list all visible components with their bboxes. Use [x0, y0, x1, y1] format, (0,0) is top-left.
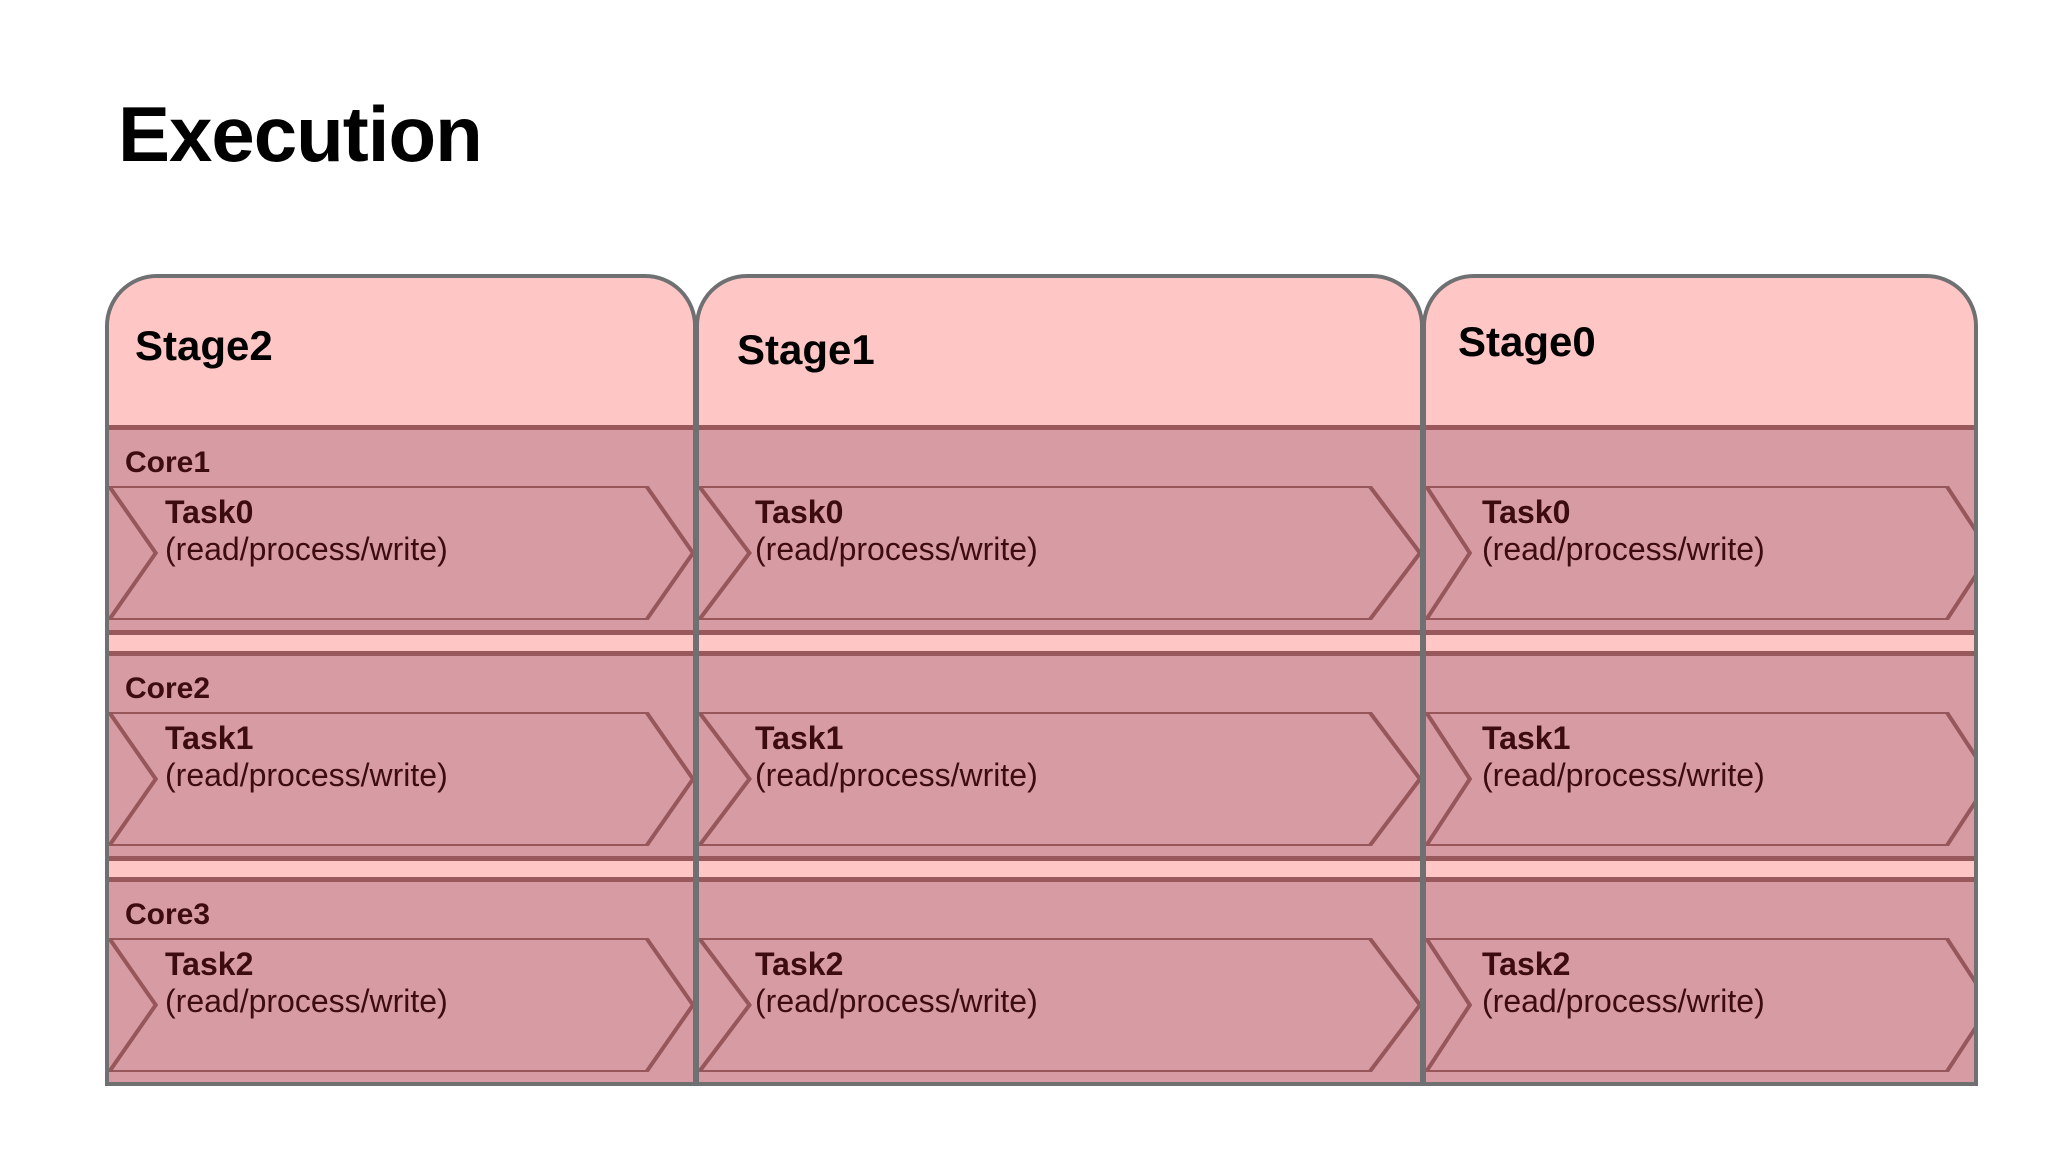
stage-title-2: Stage0 — [1458, 318, 1596, 365]
core-row[interactable]: Task1 (read/process/write) — [699, 656, 1420, 856]
row-separator — [699, 630, 1420, 656]
task-chevron-icon — [109, 486, 693, 620]
core-label: Core3 — [125, 898, 211, 931]
core-row[interactable]: Task0 (read/process/write) — [699, 430, 1420, 630]
core-row[interactable]: Core3 Task2 (read/process/write) — [109, 882, 693, 1082]
task-chevron-icon — [1426, 938, 1974, 1072]
stage-title-1: Stage1 — [737, 326, 875, 373]
task-slot[interactable]: Task1 (read/process/write) — [109, 712, 693, 856]
core-label: Core2 — [125, 672, 211, 705]
row-separator — [1426, 630, 1974, 656]
task-slot[interactable]: Task0 (read/process/write) — [1426, 486, 1974, 630]
core-row[interactable]: Core1 Task0 (read/process/write) — [109, 430, 693, 630]
row-separator — [109, 630, 693, 656]
stage-header-0: Stage2 — [109, 278, 693, 430]
core-row[interactable]: Task0 (read/process/write) — [1426, 430, 1974, 630]
page-title: Execution — [118, 90, 483, 178]
task-slot[interactable]: Task2 (read/process/write) — [1426, 938, 1974, 1082]
task-slot[interactable]: Task1 (read/process/write) — [699, 712, 1420, 856]
task-chevron-icon — [699, 712, 1420, 846]
stage-column-2[interactable]: Stage0 Task0 (read/process/write) — [1422, 274, 1978, 1086]
core-row[interactable]: Task1 (read/process/write) — [1426, 656, 1974, 856]
row-separator — [699, 856, 1420, 882]
core-row[interactable]: Core2 Task1 (read/process/write) — [109, 656, 693, 856]
stage-column-0[interactable]: Stage2 Core1 Task0 (read/process/write) — [105, 274, 697, 1086]
task-chevron-icon — [1426, 712, 1974, 846]
task-slot[interactable]: Task1 (read/process/write) — [1426, 712, 1974, 856]
task-chevron-icon — [109, 938, 693, 1072]
task-slot[interactable]: Task2 (read/process/write) — [109, 938, 693, 1082]
task-slot[interactable]: Task0 (read/process/write) — [109, 486, 693, 630]
row-separator — [1426, 856, 1974, 882]
stage-body-1: Task0 (read/process/write) Task1 — [699, 430, 1420, 1082]
stage-title-0: Stage2 — [135, 322, 273, 369]
core-label: Core1 — [125, 446, 211, 479]
task-slot[interactable]: Task0 (read/process/write) — [699, 486, 1420, 630]
stage-body-2: Task0 (read/process/write) Task1 — [1426, 430, 1974, 1082]
stage-body-0: Core1 Task0 (read/process/write) Core2 — [109, 430, 693, 1082]
core-row[interactable]: Task2 (read/process/write) — [1426, 882, 1974, 1082]
task-chevron-icon — [699, 938, 1420, 1072]
execution-pipeline-diagram: Stage2 Core1 Task0 (read/process/write) — [105, 274, 1978, 1086]
stage-header-1: Stage1 — [699, 278, 1420, 430]
stage-column-1[interactable]: Stage1 Task0 (read/process/write) — [695, 274, 1424, 1086]
stage-header-2: Stage0 — [1426, 278, 1974, 430]
task-chevron-icon — [1426, 486, 1974, 620]
core-row[interactable]: Task2 (read/process/write) — [699, 882, 1420, 1082]
task-chevron-icon — [699, 486, 1420, 620]
row-separator — [109, 856, 693, 882]
task-slot[interactable]: Task2 (read/process/write) — [699, 938, 1420, 1082]
task-chevron-icon — [109, 712, 693, 846]
